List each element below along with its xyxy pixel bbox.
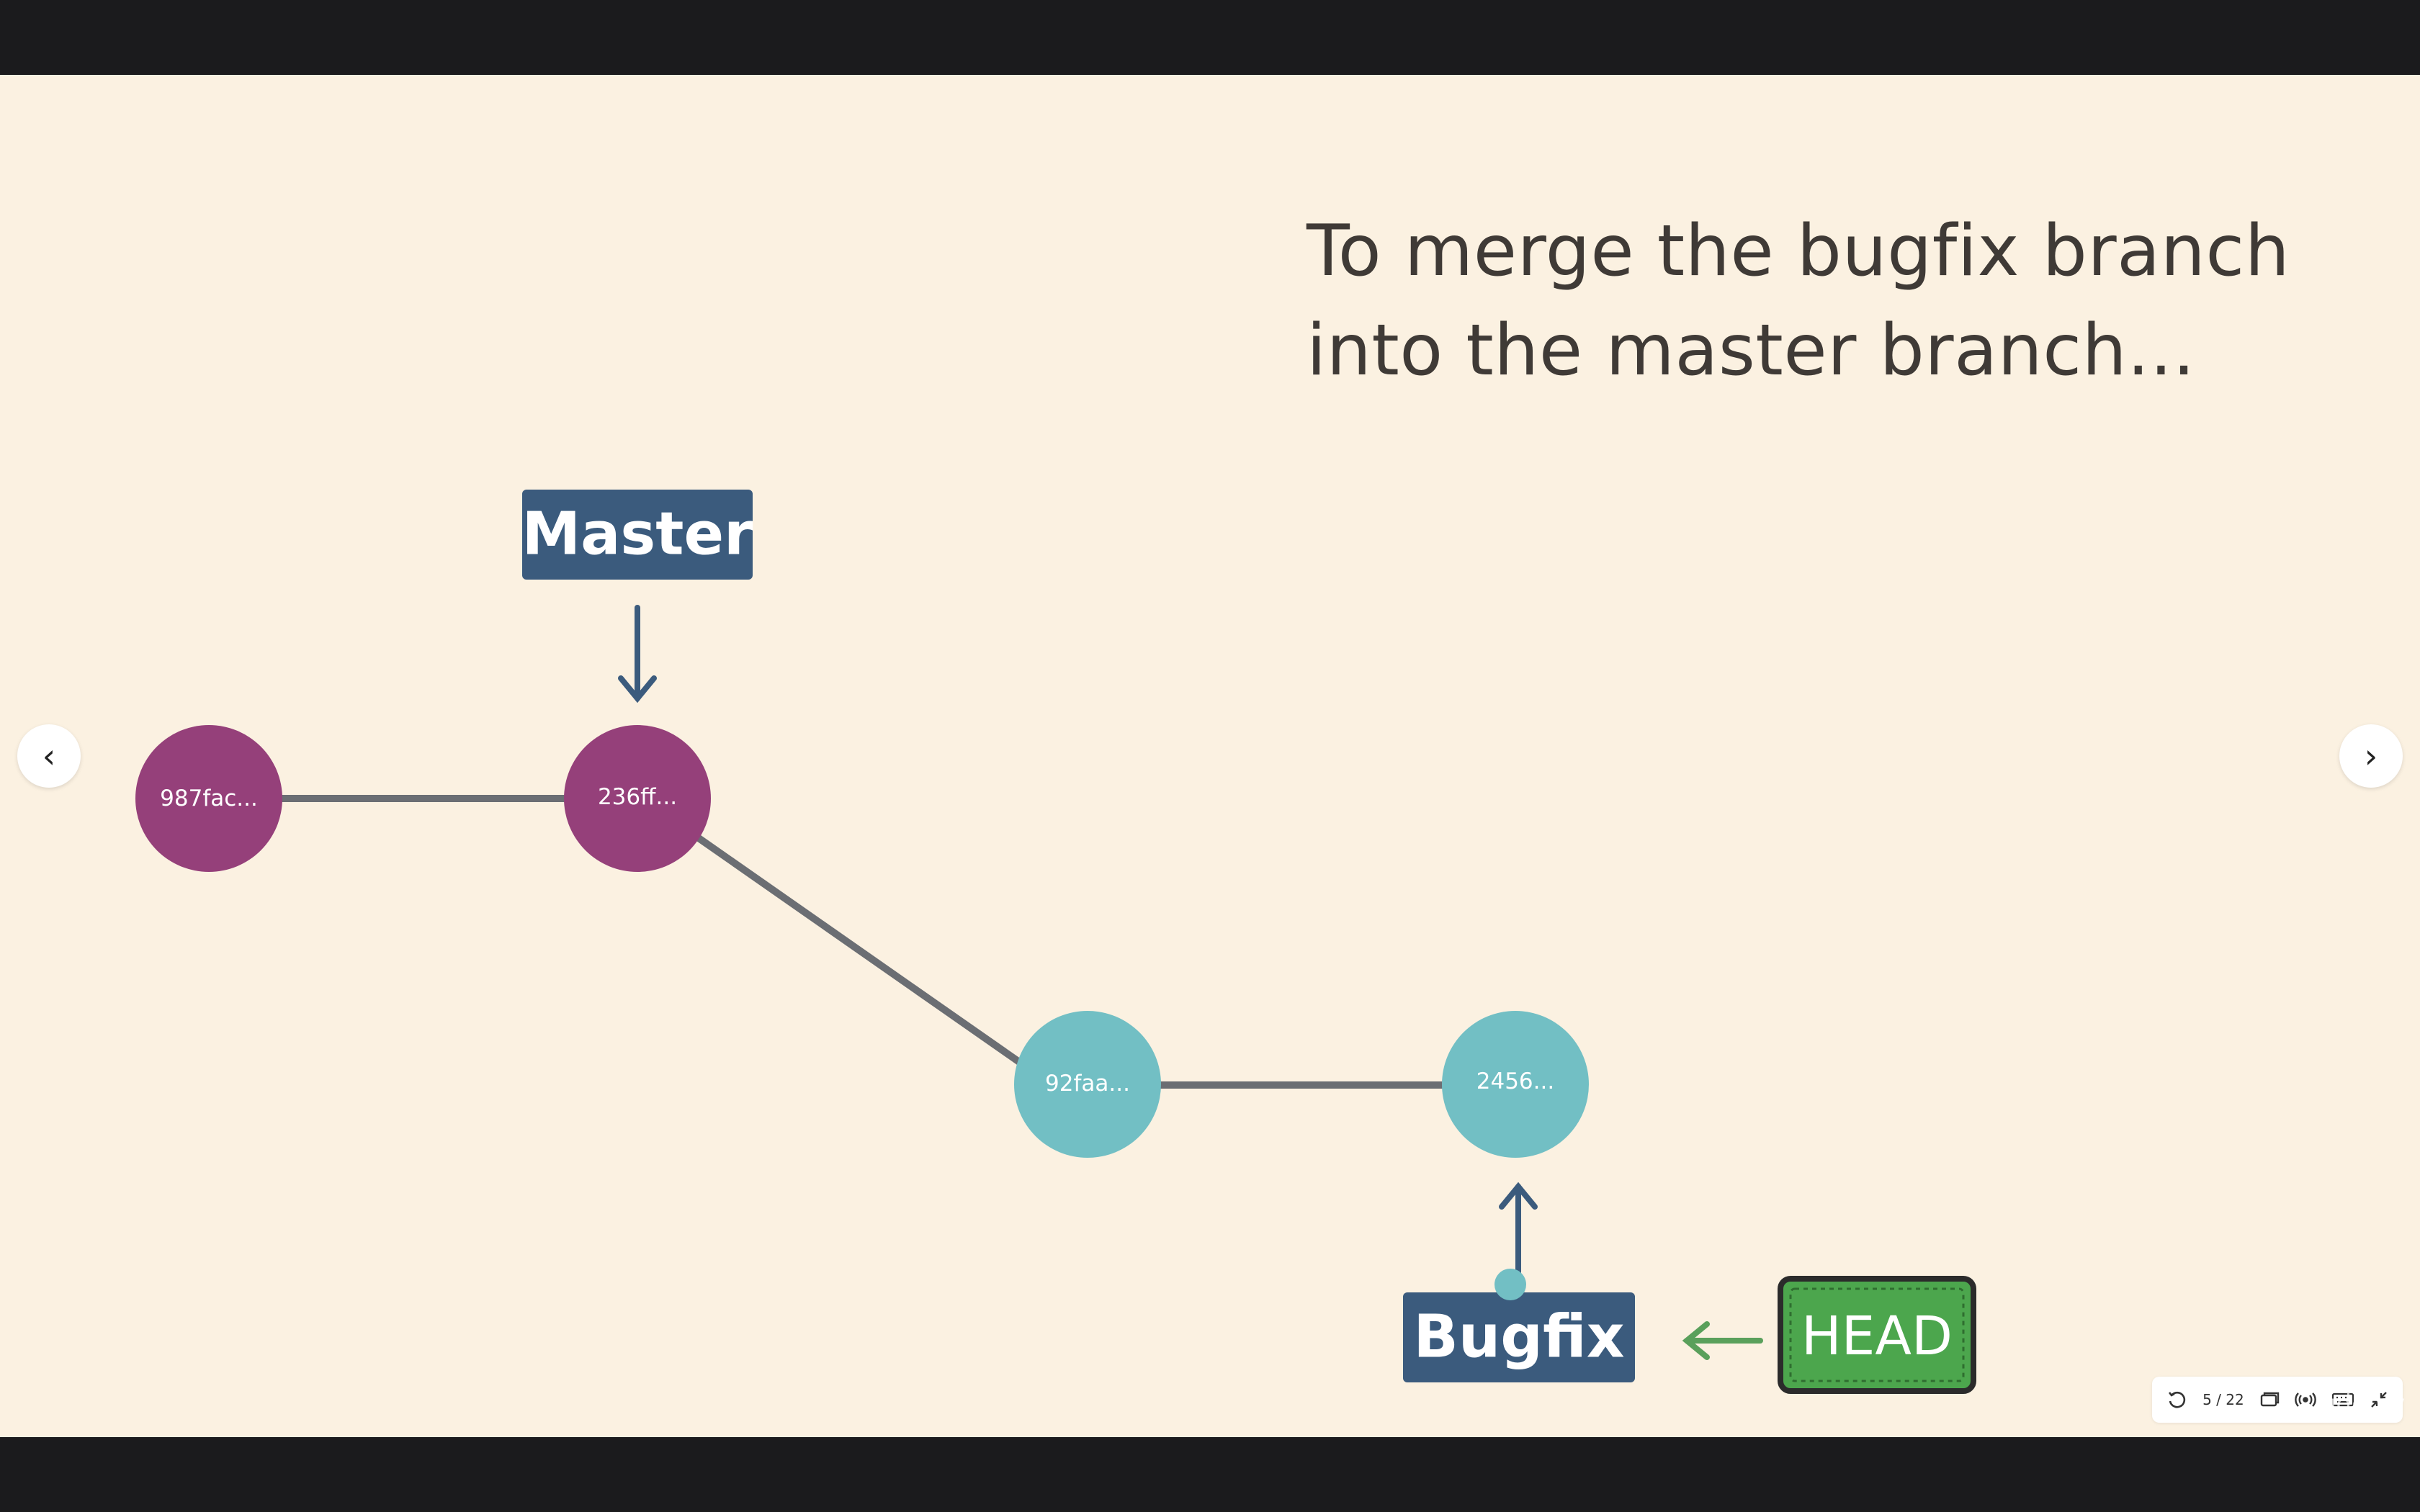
heading-line-2: into the master branch... xyxy=(1307,310,2196,392)
letterbox-top xyxy=(0,0,2420,75)
master-branch-label: Master xyxy=(522,500,754,569)
heading-line-1: To merge the bugfix branch xyxy=(1307,210,2290,292)
commit-node-987fac xyxy=(135,725,282,872)
bugfix-branch-label: Bugfix xyxy=(1413,1303,1624,1372)
chevron-right-icon: › xyxy=(2364,737,2378,775)
broadcast-icon[interactable] xyxy=(2295,1390,2316,1409)
commit-node-2456 xyxy=(1442,1011,1589,1158)
bugfix-arrow-icon xyxy=(1499,1182,1538,1280)
replay-icon[interactable] xyxy=(2166,1389,2188,1410)
commit-label-987fac: 987fac... xyxy=(160,786,258,811)
master-branch-box xyxy=(522,490,753,580)
head-arrow-icon xyxy=(1682,1321,1763,1360)
slide: To merge the bugfix branch into the mast… xyxy=(0,75,2420,1437)
commit-92faa: 92faa... xyxy=(1014,1011,1161,1158)
head-label: HEAD xyxy=(1801,1305,1953,1367)
graph-edges xyxy=(281,795,1444,1089)
presentation-toolbar: 5 / 22 xyxy=(2152,1377,2403,1423)
commit-2456: 2456... xyxy=(1442,1011,1589,1158)
exit-fullscreen-icon[interactable] xyxy=(2370,1390,2388,1409)
previous-slide-button[interactable]: ‹ xyxy=(17,724,81,788)
bugfix-branch-box xyxy=(1403,1292,1635,1382)
commit-node-92faa xyxy=(1014,1011,1161,1158)
chevron-left-icon: ‹ xyxy=(42,737,56,775)
letterbox-bottom xyxy=(0,1437,2420,1512)
commit-node-236ff xyxy=(564,725,711,872)
slide-heading: To merge the bugfix branch into the mast… xyxy=(1307,202,2315,400)
slides-icon[interactable] xyxy=(2259,1390,2280,1409)
edge-236ff-92faa xyxy=(696,834,1023,1067)
commit-label-2456: 2456... xyxy=(1476,1068,1554,1094)
master-branch-pointer: Master xyxy=(522,490,754,703)
commit-label-236ff: 236ff... xyxy=(598,784,677,810)
master-arrow-icon xyxy=(618,605,657,703)
udemy-watermark: udemy xyxy=(2321,1390,2406,1418)
bugfix-branch-pointer: Bugfix xyxy=(1403,1182,1635,1382)
head-pointer: HEAD xyxy=(1682,1276,1976,1394)
head-box xyxy=(1778,1276,1976,1394)
commit-graph: 987fac... 236ff... 92faa... 2456... Mast… xyxy=(135,490,1976,1394)
commit-236ff: 236ff... xyxy=(564,725,711,872)
head-box-inner xyxy=(1789,1287,1965,1382)
slide-counter: 5 / 22 xyxy=(2202,1391,2244,1408)
keyboard-icon[interactable] xyxy=(2331,1390,2355,1409)
commit-987fac: 987fac... xyxy=(135,725,282,872)
next-slide-button[interactable]: › xyxy=(2339,724,2403,788)
pointer-dot xyxy=(1494,1269,1526,1300)
commit-label-92faa: 92faa... xyxy=(1045,1071,1130,1097)
